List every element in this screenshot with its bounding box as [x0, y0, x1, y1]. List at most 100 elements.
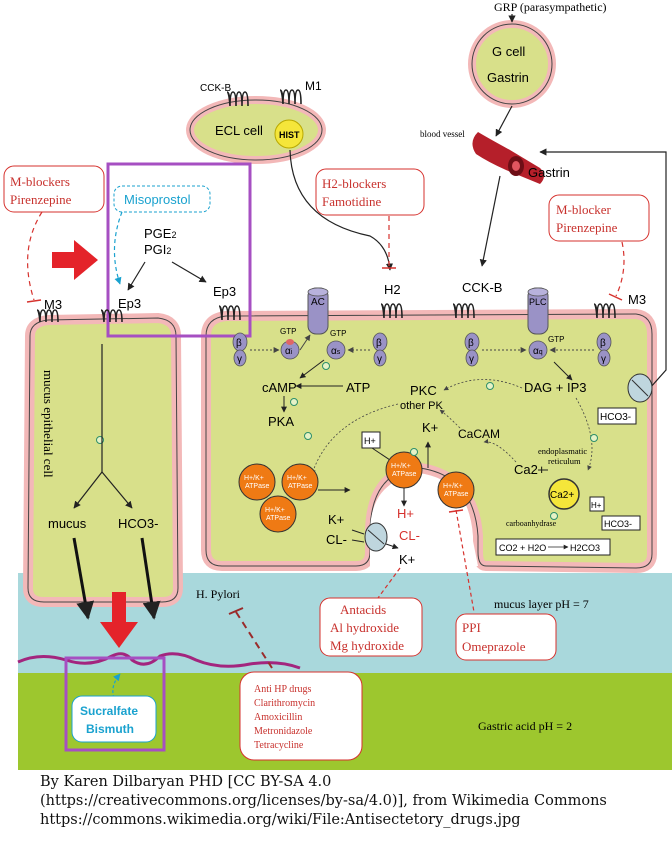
- cl-minus-left-label: CL-: [326, 532, 347, 547]
- gq-beta-right: β: [600, 338, 606, 349]
- anti-hp-line1: Anti HP drugs: [254, 684, 312, 695]
- channel-exit-arrow: [385, 543, 399, 550]
- gq-alpha: αq: [533, 346, 543, 357]
- attention-arrow-right: [52, 240, 98, 280]
- anti-hp-line4: Metronidazole: [254, 726, 313, 737]
- h2-label: H2: [384, 282, 401, 297]
- sucralfate-line2: Bismuth: [86, 722, 134, 736]
- h-plus-box-label: H+: [364, 436, 376, 446]
- hco3-membrane-box: [597, 407, 637, 425]
- cl-minus-lumen-label: CL-: [399, 528, 420, 543]
- ppi-inhibit: [455, 509, 475, 613]
- hco3-secretion-arrow: [140, 537, 161, 620]
- pump5-label-2: ATPase: [444, 491, 468, 498]
- ep3-right-receptor: [218, 305, 241, 321]
- ep3-right-label: Ep3: [213, 284, 236, 299]
- gastrin-cell-label: Gastrin: [487, 70, 529, 85]
- proton-pump-left: [385, 451, 423, 489]
- h2-blockers-line1: H2-blockers: [322, 176, 386, 191]
- hco3-membrane-label: HCO3-: [600, 412, 631, 423]
- h2-blockers-line2: Famotidine: [322, 194, 381, 209]
- hco3-to-vessel-line: [539, 148, 667, 389]
- m-blockers-left-inhibit: [27, 211, 43, 301]
- ep3-left-receptor: [100, 309, 123, 323]
- m3-left-label: M3: [44, 297, 62, 312]
- m3-right-label: M3: [628, 292, 646, 307]
- anti-hp-line3: Amoxicillin: [254, 712, 302, 723]
- attribution: By Karen Dilbaryan PHD [CC BY-SA 4.0 (ht…: [40, 773, 660, 830]
- h2-receptor: [380, 303, 403, 319]
- k-plus-lumen-label: K+: [399, 552, 415, 567]
- ppi-line1: PPI: [462, 620, 481, 635]
- diagram-canvas: GRP (parasympathetic) G cell Gastrin blo…: [3, 0, 672, 770]
- gi-alpha: αi: [285, 346, 293, 357]
- attribution-line-2: (https://creativecommons.org/licenses/by…: [40, 793, 607, 809]
- gs-gamma: γ: [377, 354, 382, 365]
- g-cell-outline: [471, 23, 553, 105]
- pump1-label-1: H+/K+: [244, 475, 264, 482]
- m3-left-receptor: [36, 309, 59, 323]
- ac-label: AC: [311, 297, 325, 308]
- h-plus-er-box: [589, 496, 605, 512]
- er-label-1: endoplasmatic: [538, 446, 587, 456]
- grp-label: GRP (parasympathetic): [494, 0, 607, 14]
- h2co3-label: H2CO3: [570, 543, 600, 553]
- m-blockers-left-box: [3, 165, 105, 213]
- dag-to-pkc-arrow: [443, 379, 523, 391]
- carboanhydrase-label: carboanhydrase: [506, 519, 557, 528]
- mucus-layer-label: mucus layer pH = 7: [494, 597, 589, 611]
- cl-channel-arrow: [351, 539, 365, 543]
- h2-blockers-box: [315, 168, 425, 216]
- mucus-cell-label: mucus epithelial cell: [41, 370, 56, 478]
- pkc-to-pumps-arrow: [311, 403, 399, 475]
- mucus-branch-arrow: [73, 471, 103, 509]
- gi-beta: β: [236, 338, 242, 349]
- k-plus-left-label: K+: [328, 512, 344, 527]
- gq-beta: β: [468, 338, 474, 349]
- blood-vessel-label: blood vessel: [420, 129, 465, 139]
- anti-hp-line2: Clarithromycin: [254, 698, 315, 709]
- mucus-hco3-label: HCO3-: [118, 516, 158, 531]
- atp-label: ATP: [346, 380, 370, 395]
- hist-granule: [274, 119, 304, 149]
- pump4-label-2: ATPase: [392, 471, 416, 478]
- proton-pump-cluster: [238, 463, 319, 533]
- plc-to-dag-arrow: [553, 361, 573, 381]
- ecl-cckb-receptor: [226, 91, 249, 107]
- ecl-m1-receptor: [279, 89, 302, 105]
- anti-hp-box: [239, 671, 363, 761]
- cacam-to-pk-arrow: [439, 409, 461, 429]
- m3-right-receptor: [593, 303, 616, 319]
- co2-h2o-label: CO2 + H2O: [499, 543, 546, 553]
- m-blocker-right-tbar: [608, 293, 623, 301]
- pump2-label-2: ATPase: [288, 483, 312, 490]
- pge2-label: PGE2: [144, 226, 176, 241]
- mucosal-lining: [17, 652, 301, 670]
- ca-to-cacam-arrow: [483, 438, 517, 463]
- ep3-left-label: Ep3: [118, 296, 141, 311]
- gastrin-to-cckb-arrow: [479, 175, 501, 267]
- er-ca-store: [548, 478, 580, 510]
- camp-label: cAMP: [262, 380, 297, 395]
- ecl-cckb-label: CCK-B: [200, 83, 231, 94]
- hco3-exchanger: [627, 373, 653, 403]
- attention-arrow-down: [100, 592, 138, 648]
- k-plus-up-label: K+: [422, 420, 438, 435]
- gq-gtp: GTP: [548, 335, 564, 344]
- pump1-label-2: ATPase: [245, 483, 269, 490]
- cacam-label: CaCAM: [458, 427, 500, 441]
- misoprostol-label: Misoprostol: [124, 192, 191, 207]
- gi-to-ac-arrow: [299, 334, 311, 351]
- pka-label: PKA: [268, 414, 294, 429]
- er-label-2: reticulum: [548, 456, 581, 466]
- attribution-line-1: By Karen Dilbaryan PHD [CC BY-SA 4.0: [40, 774, 332, 790]
- cckb-receptor: [452, 303, 475, 319]
- gastrin-to-vessel-arrow: [495, 105, 513, 137]
- kcl-channel: [364, 522, 388, 552]
- gs-alpha: αs: [331, 346, 341, 357]
- hist-label: HIST: [279, 130, 300, 140]
- ecl-cell-outline: [189, 99, 323, 161]
- antacids-line2: Al hydroxide: [330, 620, 399, 635]
- m-blocker-right-line2: Pirenzepine: [556, 220, 618, 235]
- ppi-tbar: [448, 509, 464, 513]
